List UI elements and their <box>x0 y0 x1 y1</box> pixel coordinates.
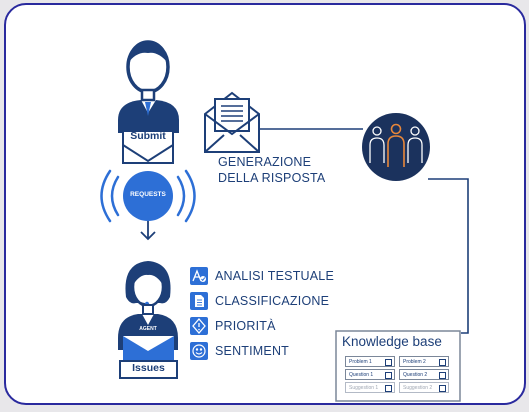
kb-cell-problem-1: Problem 1 <box>345 356 395 367</box>
checkbox-icon <box>439 385 446 392</box>
diagram-canvas <box>100 40 469 402</box>
checkbox-icon <box>439 359 446 366</box>
requests-label: REQUESTS <box>130 191 166 198</box>
capability-label-classification: CLASSIFICAZIONE <box>215 294 330 308</box>
response-line-2: DELLA RISPOSTA <box>218 171 326 185</box>
document-icon <box>195 295 204 307</box>
capability-icon-squares <box>190 267 208 360</box>
diagram-frame: Submit REQUESTS GENERAZIONE DELLA RISPOS… <box>4 3 526 405</box>
kb-cell-question-2: Question 2 <box>399 369 449 380</box>
kb-cell-suggestion-2: Suggestion 2 <box>399 382 449 393</box>
response-line-1: GENERAZIONE <box>218 155 312 169</box>
kb-cell-suggestion-1: Suggestion 1 <box>345 382 395 393</box>
down-arrow-icon <box>140 221 156 241</box>
capability-label-priority: PRIORITÀ <box>215 319 276 333</box>
requests-signal-icon <box>100 169 196 223</box>
checkbox-icon <box>385 372 392 379</box>
knowledge-base-title: Knowledge base <box>342 334 442 349</box>
issues-label: Issues <box>132 362 165 374</box>
priority-diamond-icon <box>192 318 206 334</box>
response-mail-icon <box>204 91 260 153</box>
checkbox-icon <box>385 359 392 366</box>
capability-label-sentiment: SENTIMENT <box>215 344 290 358</box>
checkbox-icon <box>385 385 392 392</box>
agent-badge: AGENT <box>139 326 157 332</box>
checkbox-icon <box>439 372 446 379</box>
capability-label-text-analysis: ANALISI TESTUALE <box>215 269 334 283</box>
smiley-icon <box>192 344 206 358</box>
user-figure-icon <box>118 40 179 133</box>
issues-tray-icon <box>119 336 178 379</box>
team-circle-icon <box>362 113 430 181</box>
kb-cell-question-1: Question 1 <box>345 369 395 380</box>
response-generation-text: GENERAZIONE DELLA RISPOSTA <box>218 154 325 186</box>
submit-envelope-icon <box>122 130 174 164</box>
submit-label: Submit <box>130 130 166 142</box>
kb-cell-problem-2: Problem 2 <box>399 356 449 367</box>
text-analysis-icon <box>192 269 206 282</box>
requests-badge <box>123 171 173 221</box>
